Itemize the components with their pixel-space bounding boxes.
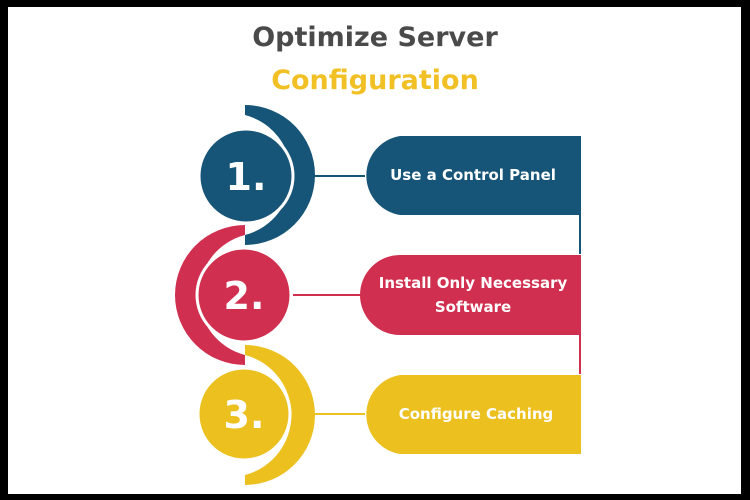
step-2-number: 2. [224, 274, 265, 318]
step-2-label-box [360, 255, 581, 335]
title-line-2: Configuration [271, 65, 479, 96]
step-2-badge [195, 246, 293, 344]
step-3-number: 3. [224, 393, 265, 437]
step-1-label-box [366, 136, 581, 215]
step-2-label-line-1: Install Only Necessary [379, 274, 568, 292]
title-line-1: Optimize Server [252, 22, 498, 53]
step-3-arc [245, 345, 315, 485]
step-2-label-line-2: Software [435, 298, 511, 316]
step-1-label: Use a Control Panel [390, 166, 556, 184]
step-3-badge [196, 366, 292, 462]
step-1-badge [197, 127, 295, 225]
step-1-number: 1. [226, 155, 267, 199]
step-3-label-box [366, 375, 581, 454]
step-3-label: Configure Caching [399, 405, 554, 423]
step-1-arc [245, 105, 315, 245]
step-2-arc [175, 225, 245, 365]
step-3: 3. Configure Caching [196, 345, 581, 485]
step-2: 2. Install Only Necessary Software [175, 225, 581, 374]
step-1: 1. Use a Control Panel [197, 105, 581, 254]
